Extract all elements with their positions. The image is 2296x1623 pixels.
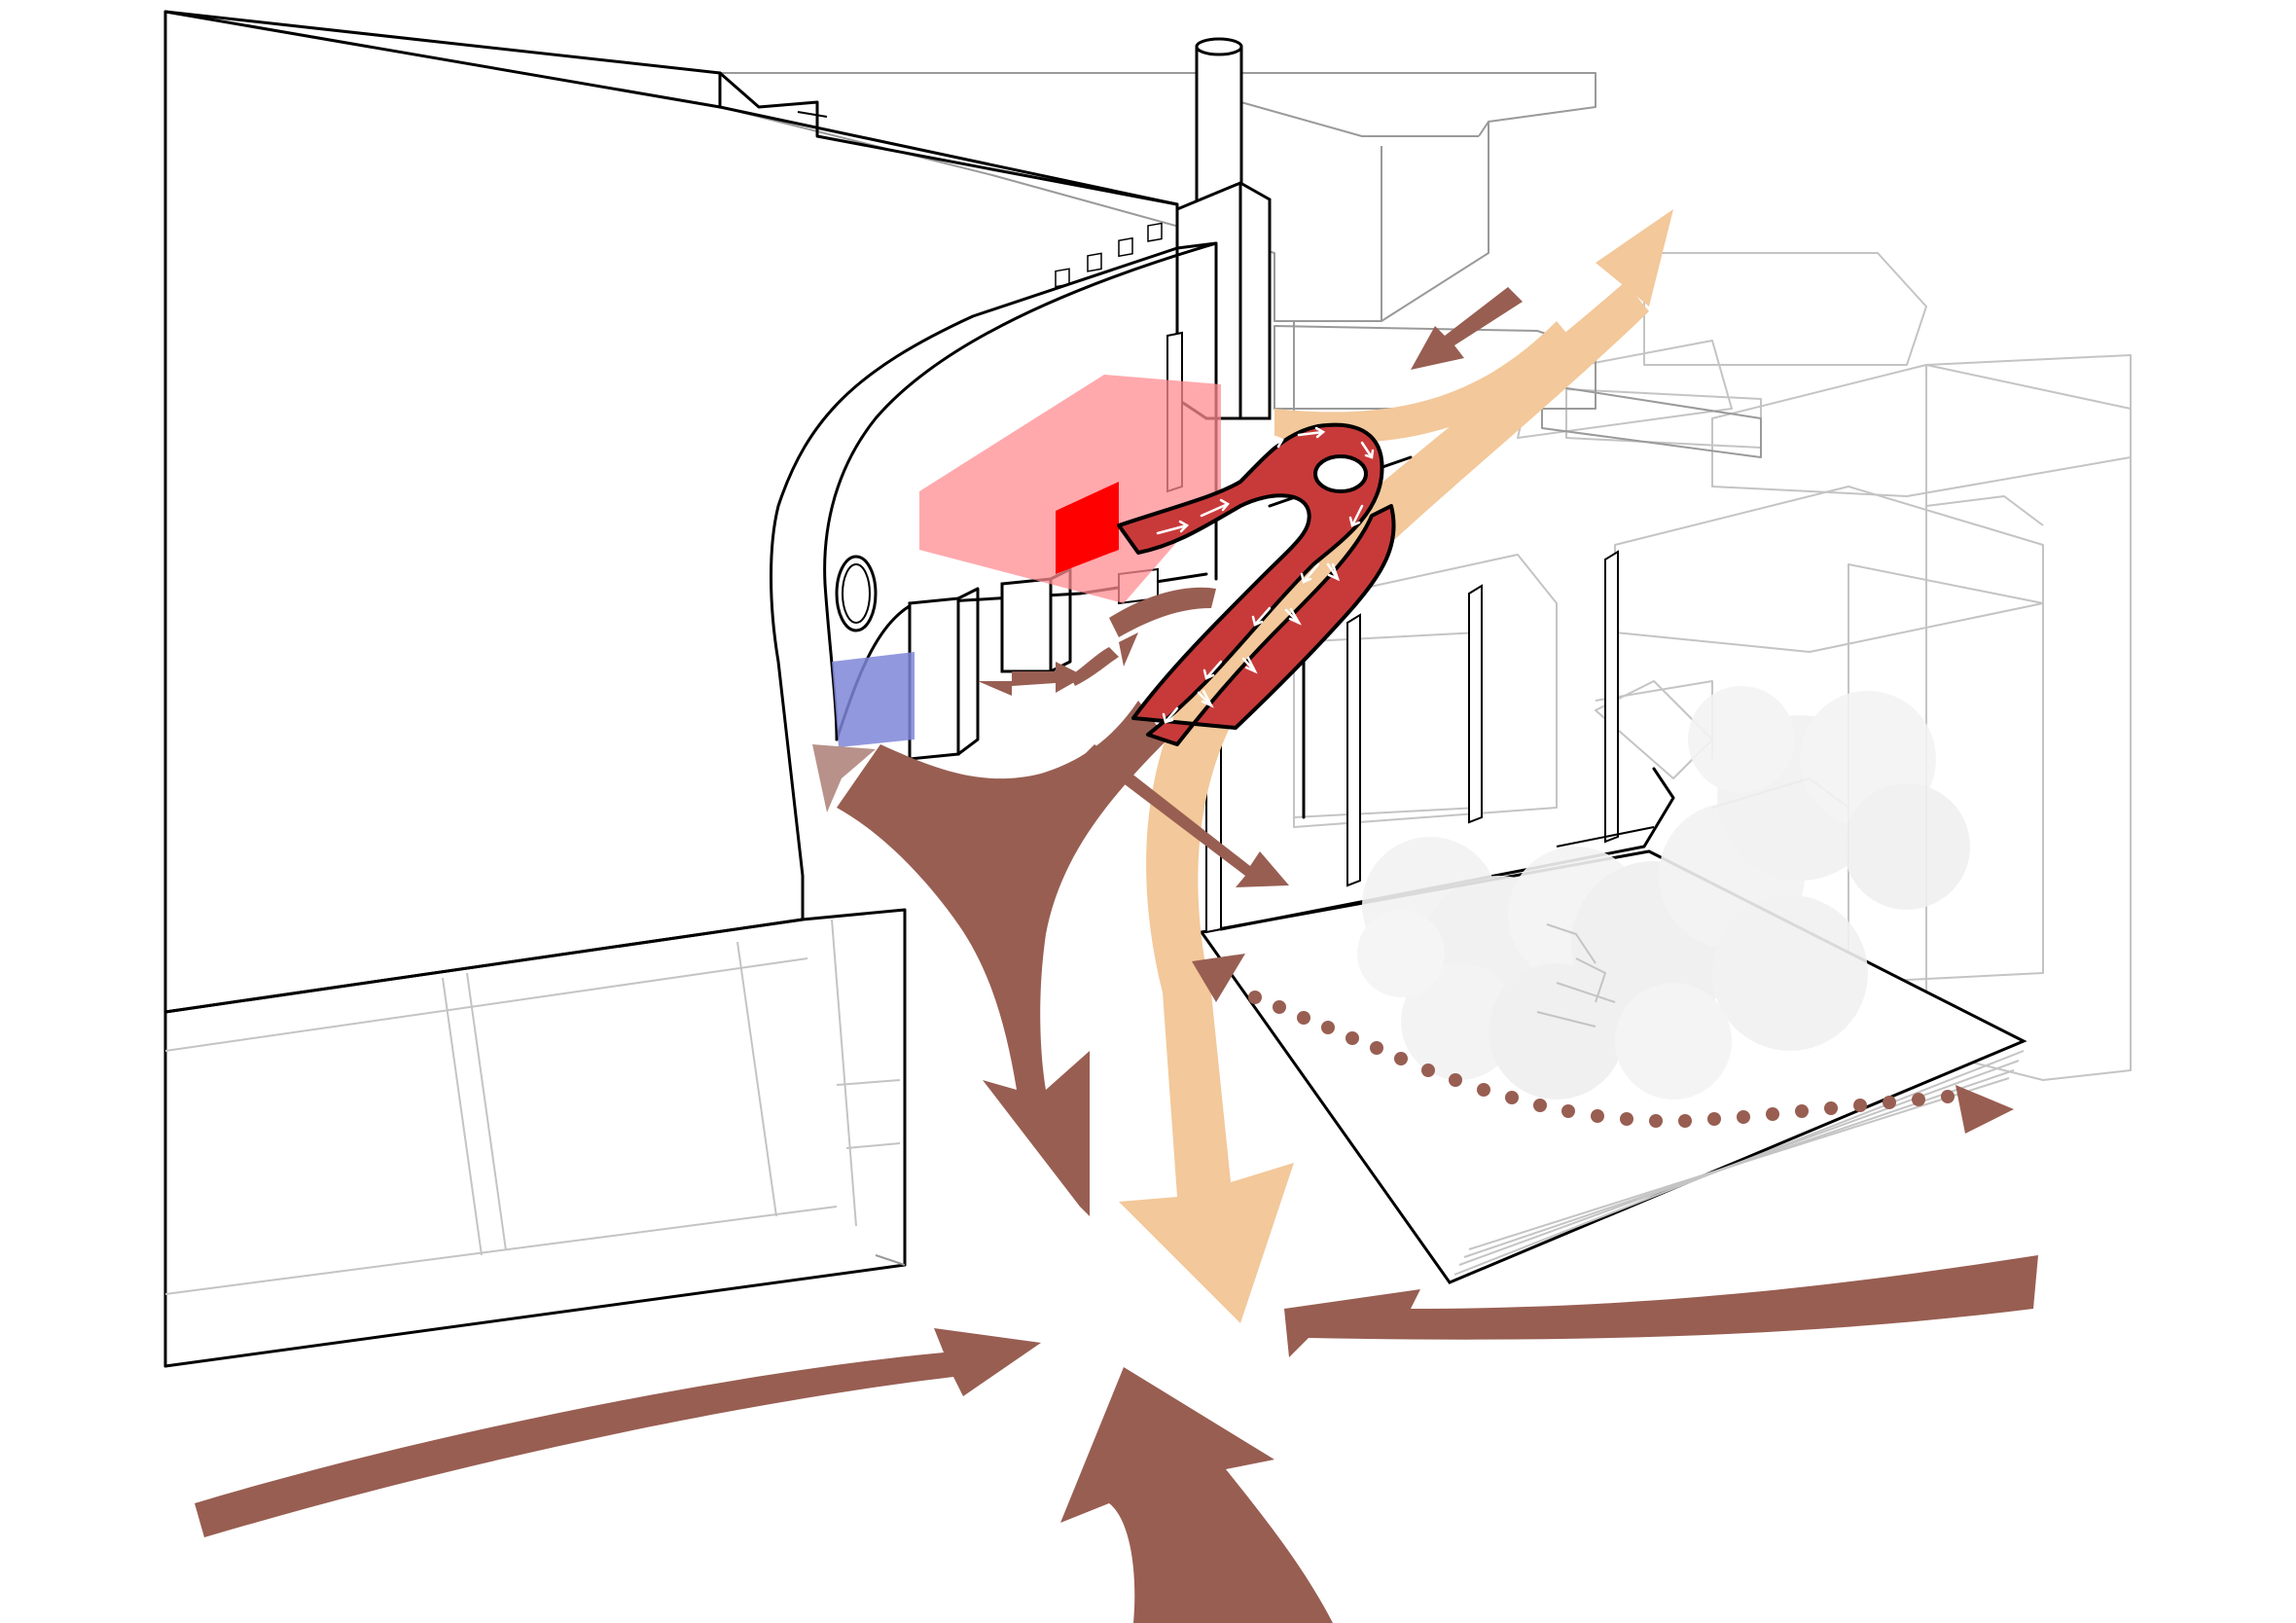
chimney-tower bbox=[1175, 37, 1272, 420]
pink-zone bbox=[919, 375, 1221, 603]
ramp bbox=[1117, 422, 1396, 746]
peach-flow-arrow-down bbox=[1119, 282, 1649, 1323]
movement-flows bbox=[195, 287, 2038, 1623]
brown-flow-bottom-right bbox=[1284, 1255, 2038, 1357]
brown-arrow-to-plaza bbox=[1085, 744, 1289, 887]
dotted-path-arrowhead-right bbox=[1955, 1085, 2014, 1134]
dotted-path-arrowhead-left bbox=[1192, 954, 1245, 1002]
brown-flow-bottom-left bbox=[195, 1328, 1041, 1537]
peach-arrowhead-top bbox=[1596, 209, 1673, 307]
brown-flow-main bbox=[837, 701, 1167, 1216]
brown-flow-bottom-up bbox=[1060, 1367, 1333, 1623]
brown-double-arrow bbox=[978, 662, 1085, 696]
tree-canopy bbox=[1357, 686, 1970, 1100]
secondary-flow bbox=[1119, 209, 1673, 1323]
dotted-path bbox=[1192, 954, 2014, 1134]
plaza-details bbox=[1536, 923, 1616, 1028]
peach-flow-branch bbox=[1274, 321, 1581, 444]
red-door bbox=[1056, 482, 1119, 574]
blue-zone bbox=[832, 652, 915, 747]
brown-arrow-top bbox=[1411, 287, 1523, 370]
brown-arrow-entrance bbox=[812, 744, 876, 812]
